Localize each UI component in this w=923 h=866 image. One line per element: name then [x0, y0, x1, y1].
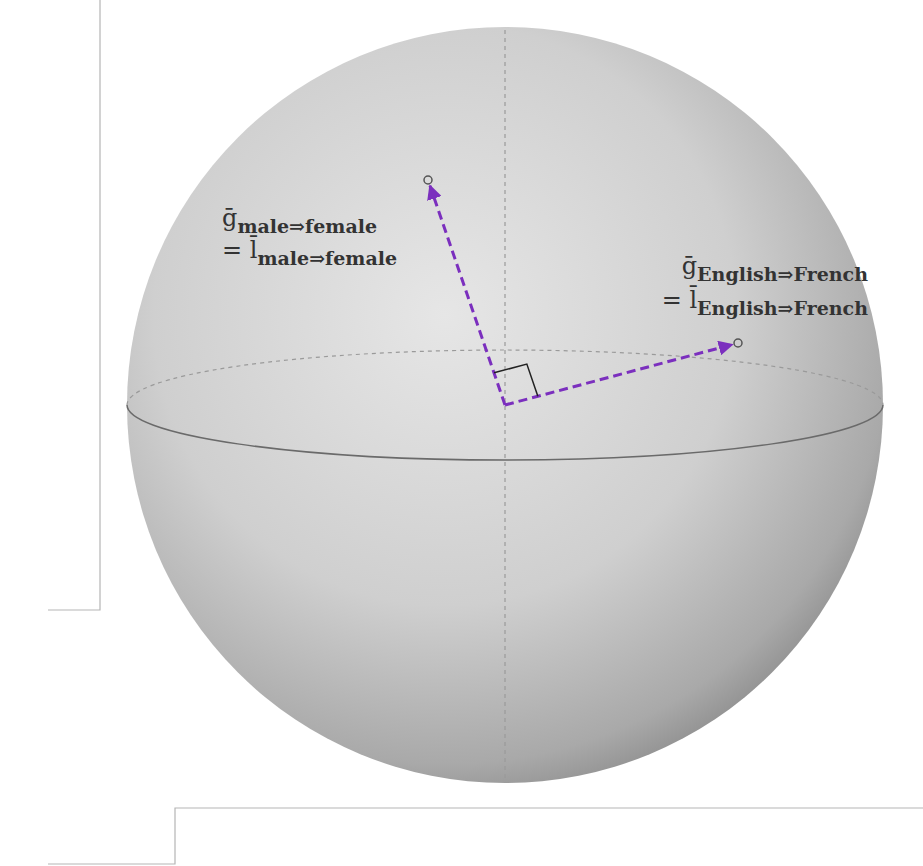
vector-arrow [505, 345, 732, 405]
vector-subscript: English⇒French [697, 263, 868, 285]
vector-subscript: English⇒French [697, 297, 868, 319]
frame-lines [48, 0, 923, 864]
right-angle-mark [494, 364, 538, 396]
formula-line: = l̄English⇒French [662, 286, 868, 319]
frame-line [48, 0, 100, 610]
sphere [127, 27, 883, 783]
formula-line: = l̄male⇒female [222, 236, 397, 269]
vector-symbol: = l̄ [662, 286, 697, 314]
formula-line: ḡEnglish⇒French [682, 252, 868, 285]
vector-endpoint [424, 176, 432, 184]
vector-arrow [430, 186, 505, 405]
equator-front [127, 405, 883, 460]
vector-endpoint [734, 339, 742, 347]
formula-line: ḡmale⇒female [222, 204, 377, 237]
vector-symbol: ḡ [222, 204, 237, 232]
vector-subscript: male⇒female [237, 215, 377, 237]
vector-subscript: male⇒female [257, 247, 397, 269]
vectors [424, 176, 742, 405]
vector-symbol: = l̄ [222, 236, 257, 264]
frame-line [48, 808, 923, 864]
equator-back [127, 350, 883, 405]
vector-symbol: ḡ [682, 252, 697, 280]
